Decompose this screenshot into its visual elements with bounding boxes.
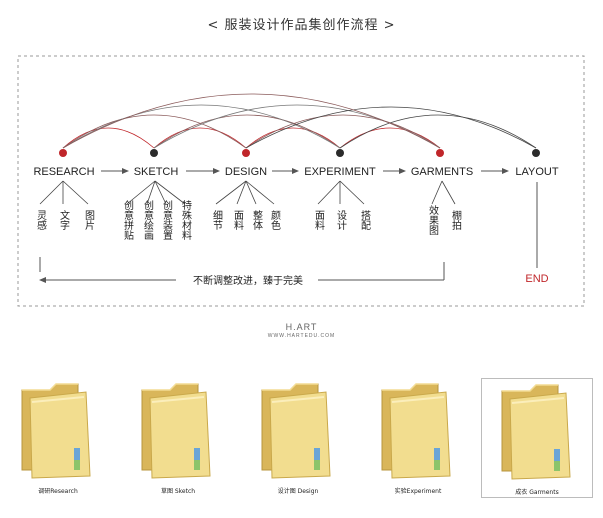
folder-icon xyxy=(261,383,331,479)
folder-label: 设计图 Design xyxy=(277,488,319,495)
arc-sketch-experiment xyxy=(153,114,341,149)
substep-experiment-2: 设计 xyxy=(335,210,347,231)
arc-research-experiment xyxy=(62,104,341,149)
loop-label-bg xyxy=(178,272,318,288)
branch-garments-2 xyxy=(441,180,456,205)
folder-research[interactable]: 调研Research xyxy=(2,378,114,498)
substep-experiment-3: 搭配 xyxy=(359,209,371,230)
connection-arcs xyxy=(62,93,537,149)
substep-design-1: 细节 xyxy=(211,209,223,231)
folder-experiment[interactable]: 实验Experiment xyxy=(362,378,474,498)
substep-sketch-4: 特殊材料 xyxy=(180,200,192,241)
stage-dot-layout xyxy=(532,149,540,157)
stage-dot-design xyxy=(242,149,250,157)
folder-icon xyxy=(21,383,91,479)
arc-design-experiment xyxy=(245,127,341,149)
branch-sketch-1 xyxy=(126,180,156,205)
end-label: END xyxy=(525,273,548,285)
substep-experiment-1: 面料 xyxy=(313,210,325,231)
substep-design-4: 颜色 xyxy=(269,209,281,230)
folder-label: 调研Research xyxy=(38,488,78,495)
stage-label-garments: GARMENTS xyxy=(411,166,473,178)
folder-label: 草图 Sketch xyxy=(160,488,196,495)
folder-garments[interactable]: 成衣 Garments xyxy=(481,378,593,498)
arc-experiment-garments xyxy=(339,127,441,149)
folder-sketch[interactable]: 草图 Sketch xyxy=(122,378,234,498)
stage-dot-experiment xyxy=(336,149,344,157)
branch-research-3 xyxy=(62,180,89,205)
folder-design[interactable]: 设计图 Design xyxy=(242,378,354,498)
branch-connectors xyxy=(39,180,456,205)
branch-experiment-1 xyxy=(317,180,341,205)
branch-design-1 xyxy=(215,180,247,205)
brand-name: H.ART xyxy=(285,322,318,332)
folder-icon xyxy=(381,383,451,479)
arc-design-layout xyxy=(245,106,537,149)
arc-design-garments xyxy=(245,114,441,149)
folder-label: 实验Experiment xyxy=(394,488,442,495)
loop-label: 不断调整改进，臻于完美 xyxy=(193,274,303,287)
substep-sketch-1: 创意拼贴 xyxy=(122,199,134,241)
folder-icon xyxy=(141,383,211,479)
branch-design-2 xyxy=(236,180,247,205)
brand-block: H.ART WWW.HARTEDU.COM xyxy=(0,322,603,339)
folder-label: 成衣 Garments xyxy=(515,489,559,496)
stage-label-layout: LAYOUT xyxy=(515,166,558,178)
folder-icon xyxy=(501,384,571,480)
dashed-frame xyxy=(17,55,585,307)
arc-research-garments xyxy=(62,93,441,149)
branch-garments-1 xyxy=(431,180,443,205)
branch-sketch-4 xyxy=(154,180,186,205)
stage-label-experiment: EXPERIMENT xyxy=(304,166,376,178)
substep-columns: 灵感 文字 图片 创意拼贴 创意绘画 创意装置 特殊材料 细节 面料 整体 颜色… xyxy=(35,199,462,241)
branch-sketch-2 xyxy=(146,180,156,205)
substep-design-2: 面料 xyxy=(232,210,244,231)
brand-url: WWW.HARTEDU.COM xyxy=(267,333,336,339)
substep-research-2: 文字 xyxy=(58,209,70,230)
substep-sketch-2: 创意绘画 xyxy=(142,199,154,241)
substep-garments-1: 效果图 xyxy=(427,204,439,236)
arc-research-design xyxy=(62,114,247,149)
stage-label-sketch: SKETCH xyxy=(134,166,179,178)
page-title: < 服装设计作品集创作流程 > xyxy=(207,18,396,33)
branch-sketch-3 xyxy=(154,180,167,205)
substep-garments-2: 棚拍 xyxy=(450,209,462,231)
arc-sketch-design xyxy=(153,127,247,149)
substep-sketch-3: 创意装置 xyxy=(161,199,173,240)
substep-design-3: 整体 xyxy=(251,209,263,231)
stage-dot-garments xyxy=(436,149,444,157)
stage-dot-sketch xyxy=(150,149,158,157)
branch-research-1 xyxy=(39,180,64,205)
branch-design-4 xyxy=(245,180,275,205)
branch-design-3 xyxy=(245,180,257,205)
arc-research-sketch xyxy=(62,127,155,149)
substep-research-1: 灵感 xyxy=(35,210,47,230)
stage-label-research: RESEARCH xyxy=(33,166,94,178)
stage-dot-research xyxy=(59,149,67,157)
arc-experiment-layout xyxy=(339,114,537,149)
substep-research-3: 图片 xyxy=(83,210,95,231)
branch-experiment-3 xyxy=(339,180,365,205)
stage-label-design: DESIGN xyxy=(225,166,267,178)
